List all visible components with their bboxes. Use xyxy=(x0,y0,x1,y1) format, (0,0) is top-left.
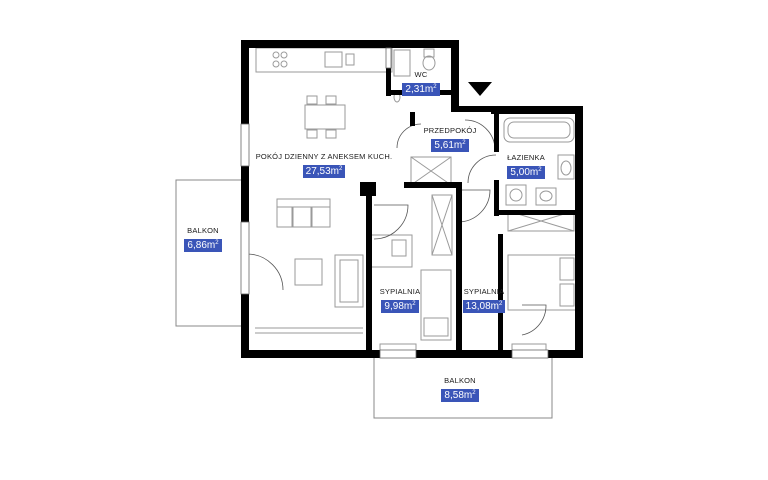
column xyxy=(360,182,376,196)
bed-single xyxy=(420,269,452,341)
dining-table xyxy=(304,104,346,130)
room-name: POKÓJ DZIENNY Z ANEKSEM KUCH. xyxy=(255,152,393,161)
area-badge: 9,98m2 xyxy=(381,300,419,313)
bedroom2-door-swing xyxy=(457,189,491,223)
area-badge: 5,61m2 xyxy=(431,139,469,152)
wall-bath-left-a xyxy=(494,110,499,152)
wall-bedroom1-left xyxy=(366,182,372,354)
room-balcony-left: BALKON 6,86m2 xyxy=(176,226,230,253)
wall-bedroom2-left xyxy=(498,234,503,354)
wall-bath-bottom xyxy=(494,210,578,215)
wall-top xyxy=(241,40,459,48)
room-bathroom: ŁAZIENKA 5,00m2 xyxy=(496,153,556,180)
coffee-table xyxy=(294,258,323,286)
bed-double xyxy=(507,254,579,311)
sofa xyxy=(276,198,331,228)
hob-burner xyxy=(272,51,280,59)
wall-top-right-stub xyxy=(451,40,459,110)
balcony-left-outline xyxy=(175,179,243,327)
room-name: SYPIALNIA xyxy=(463,287,505,296)
toilet-bowl xyxy=(422,55,436,71)
bath-toilet xyxy=(557,154,575,180)
area-badge: 8,58m2 xyxy=(441,389,479,402)
bath-door-swing xyxy=(467,154,497,184)
window-living-upper xyxy=(240,123,250,167)
area-badge: 13,08m2 xyxy=(462,300,506,313)
room-hall: PRZEDPOKÓJ 5,61m2 xyxy=(420,126,480,153)
toilet-tank xyxy=(423,48,435,58)
room-wc: WC 2,31m2 xyxy=(396,70,446,97)
room-balcony-bottom: BALKON 8,58m2 xyxy=(430,376,490,403)
wc-cabinet xyxy=(393,49,411,77)
armchair xyxy=(334,254,364,308)
window-living-balcony xyxy=(240,221,250,295)
room-name: PRZEDPOKÓJ xyxy=(423,126,477,135)
bath-sink xyxy=(535,187,557,206)
window-openings xyxy=(240,47,549,359)
area-badge: 6,86m2 xyxy=(184,239,222,252)
room-bedroom-2: SYPIALNIA 13,08m2 xyxy=(454,287,514,314)
window-bedroom1 xyxy=(379,349,417,359)
washing-machine xyxy=(505,184,527,206)
wall-top-right xyxy=(491,106,583,114)
wall-entrance-step xyxy=(451,106,493,112)
bedroom-wardrobe xyxy=(431,194,453,256)
bedroom1-door-swing xyxy=(373,204,409,240)
room-living: POKÓJ DZIENNY Z ANEKSEM KUCH. 27,53m2 xyxy=(254,152,394,179)
entrance-arrow-icon xyxy=(468,82,492,96)
wall-right xyxy=(575,106,583,358)
bedroom2-entry-swing xyxy=(521,304,547,336)
room-name: BALKON xyxy=(187,226,219,235)
bathtub xyxy=(503,117,575,143)
wall-wc-bottom-b xyxy=(436,90,456,95)
area-badge: 5,00m2 xyxy=(507,166,545,179)
furniture-and-fixtures xyxy=(255,47,579,353)
wall-left xyxy=(241,40,249,358)
wc-vent xyxy=(385,47,392,69)
wc-door-swing xyxy=(396,123,422,149)
window-bedroom2 xyxy=(511,349,549,359)
area-badge: 27,53m2 xyxy=(302,165,346,178)
room-name: BALKON xyxy=(444,376,476,385)
room-name: WC xyxy=(414,70,428,79)
wall-bath-left-b xyxy=(494,180,499,216)
room-name: SYPIALNIA xyxy=(379,287,421,296)
area-badge: 2,31m2 xyxy=(402,83,440,96)
kitchen-sink xyxy=(324,51,343,68)
wall-hall-bottom xyxy=(404,182,462,188)
balcony-door-swing xyxy=(246,253,284,291)
room-name: ŁAZIENKA xyxy=(507,153,545,162)
desk-chair xyxy=(391,239,407,257)
room-bedroom-1: SYPIALNIA 9,98m2 xyxy=(372,287,428,314)
wall-bedroom-divider xyxy=(456,182,462,354)
wall-wc-bottom-a xyxy=(386,90,412,95)
